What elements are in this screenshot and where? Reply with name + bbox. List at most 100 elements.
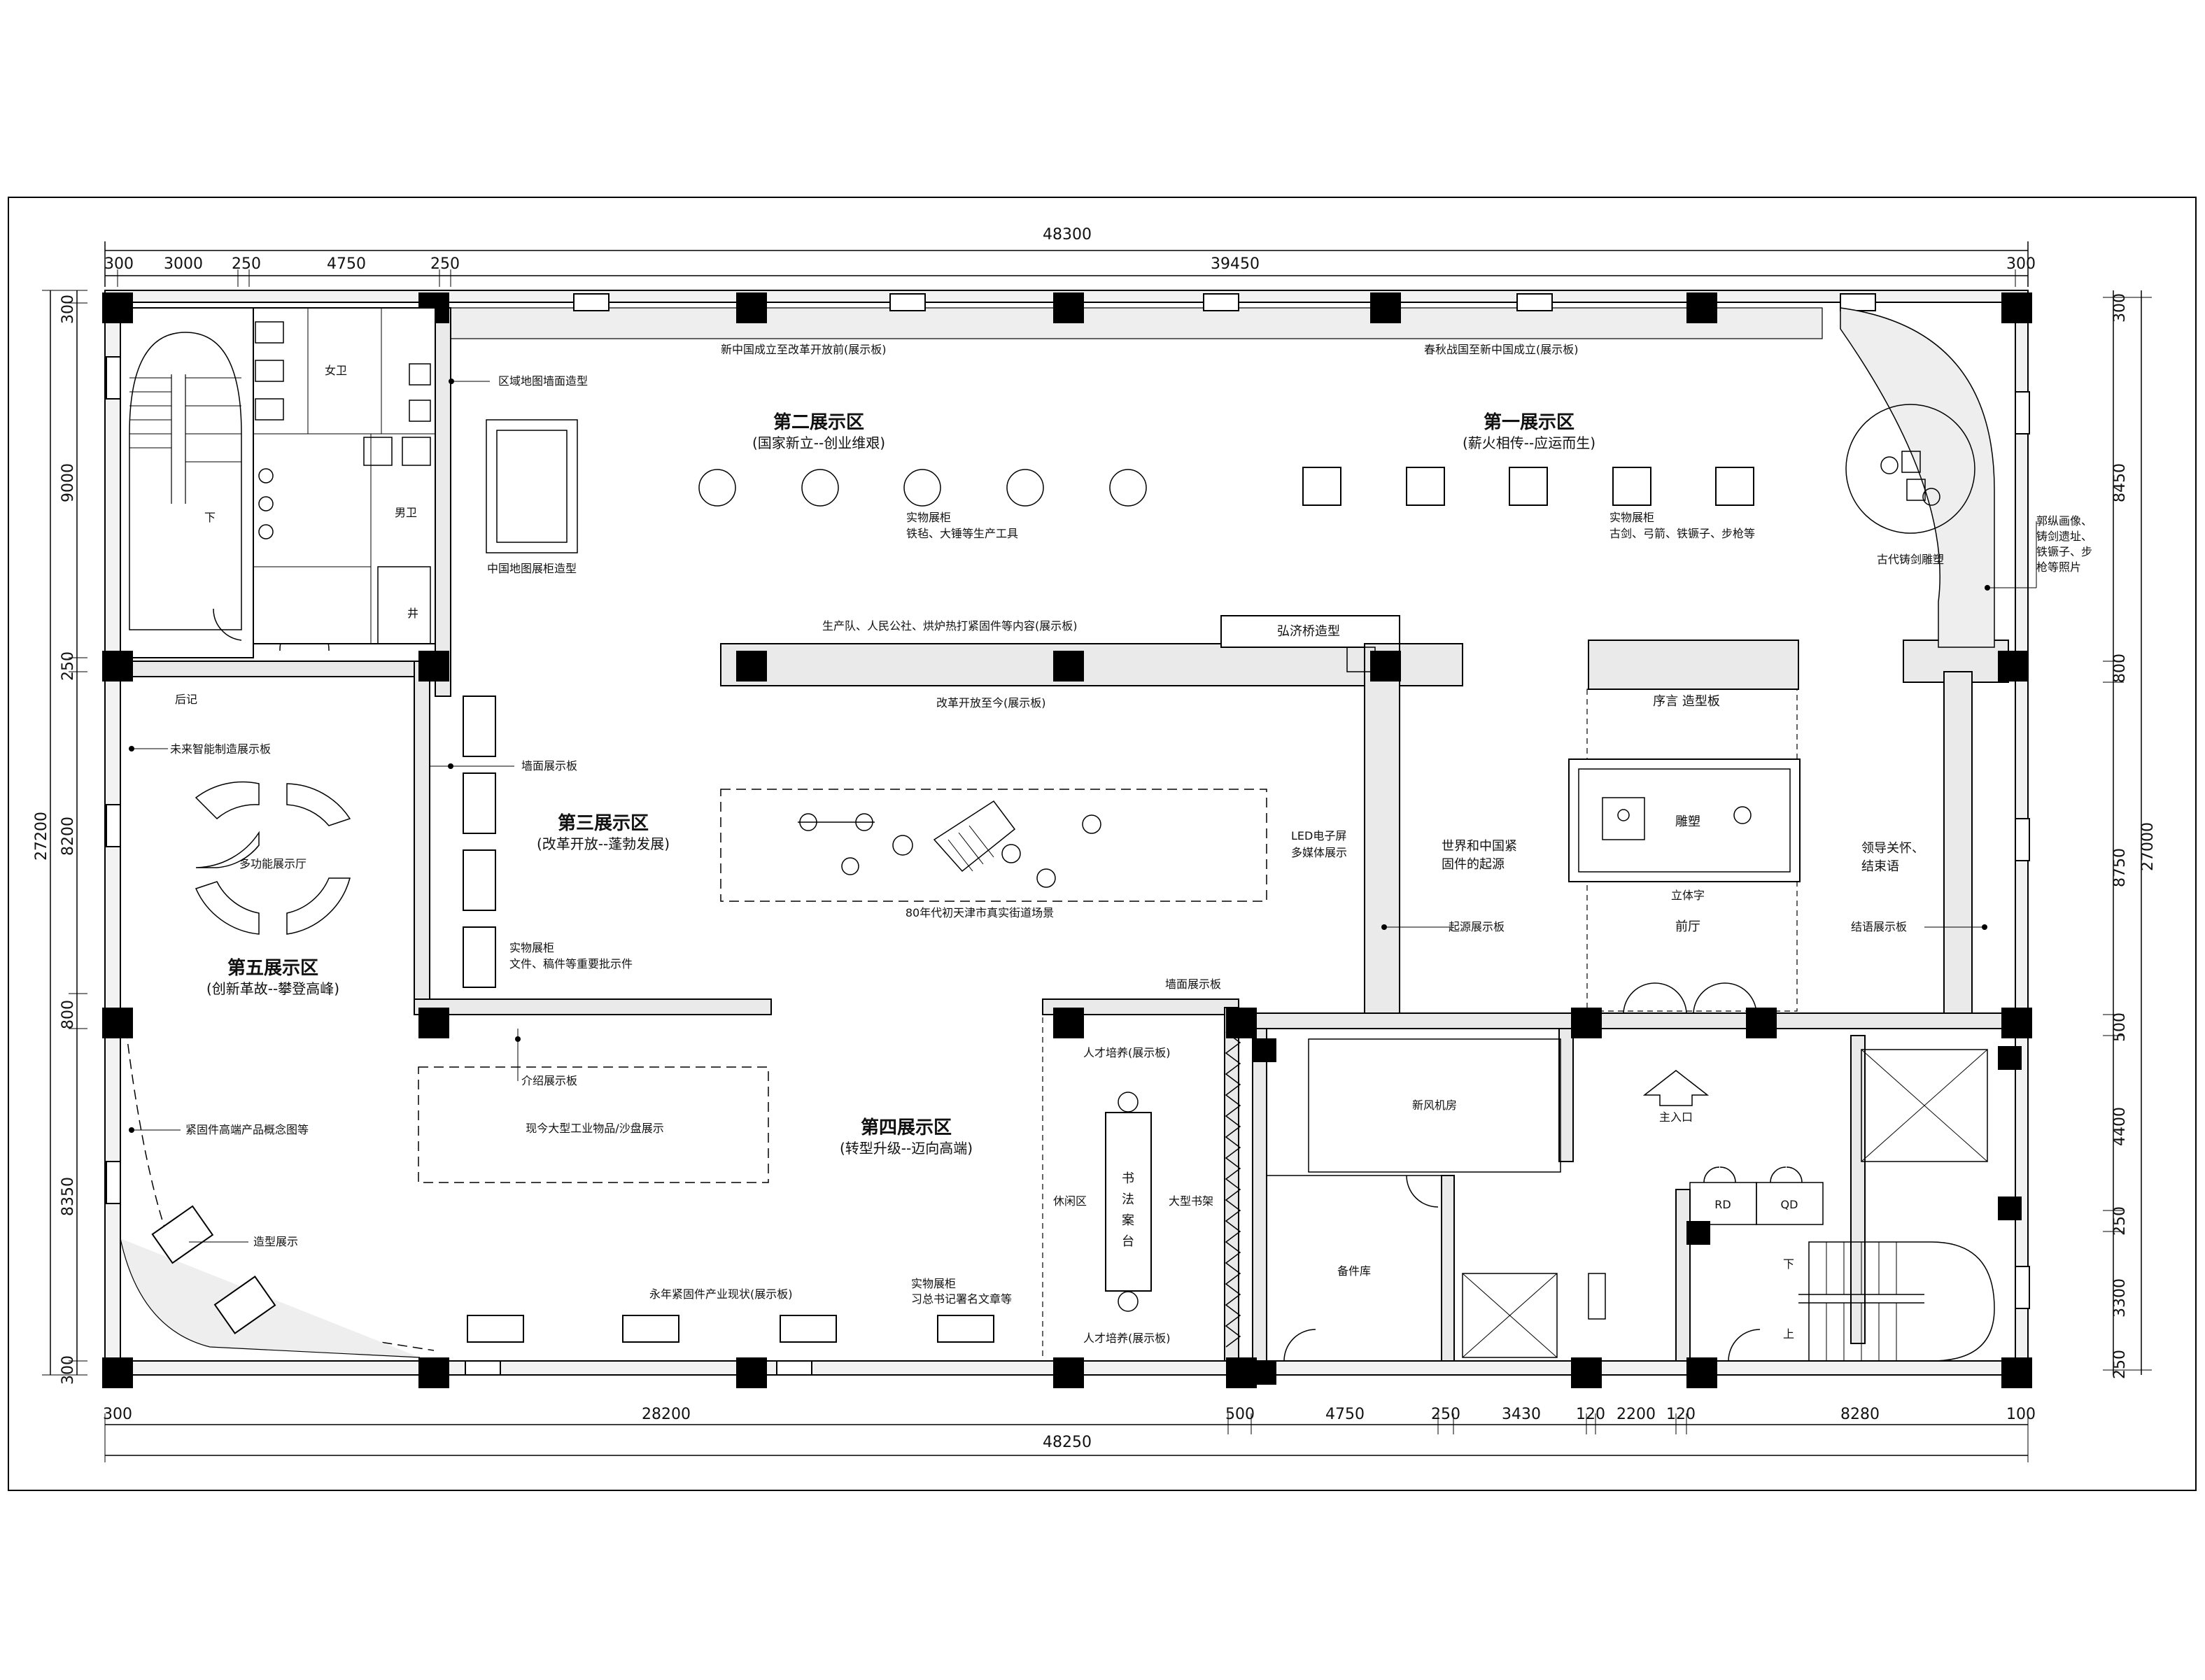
zone4-title: 第四展示区: [861, 1117, 952, 1138]
storage-label: 备件库: [1337, 1264, 1371, 1278]
square-cabinet: [1612, 467, 1651, 506]
future-board-label: 未来智能制造展示板: [170, 742, 271, 756]
structural-columns: [102, 292, 2032, 1388]
scene-80s-label: 80年代初天津市真实街道场景: [906, 906, 1054, 919]
column: [418, 1357, 449, 1388]
elevator: [1861, 1049, 1988, 1162]
square-cabinet: [1509, 467, 1548, 506]
origin-lobby-area: 世界和中国紧 固件的起源 起源展示板 序言 造型板 雕塑 立体字 前厅 领导关怀…: [1381, 689, 1987, 1014]
column: [102, 651, 133, 682]
dim-top-seg: 250: [232, 255, 261, 273]
wall-board-label: 墙面展示板: [521, 759, 577, 772]
zone-2: 中国地图展柜造型 区域地图墙面造型 新中国成立至改革开放前(展示板) 第二展示区…: [449, 343, 1147, 575]
solid-text-label: 立体字: [1671, 889, 1705, 902]
column: [102, 292, 133, 323]
dim-left-seg: 8350: [59, 1177, 77, 1216]
stair-down2-label: 下: [1783, 1257, 1794, 1271]
calligraphy-table: [1105, 1112, 1152, 1292]
drawing-frame: [8, 197, 2197, 1491]
column: [1226, 1357, 1257, 1388]
round-cabinet: [1006, 469, 1044, 507]
column: [2001, 292, 2032, 323]
service-rooms: 新风机房 备件库 主入口 RD QD: [1266, 1038, 1995, 1362]
stair-up-label: 上: [1783, 1327, 1794, 1341]
column: [418, 1008, 449, 1038]
dim-bottom-seg: 120: [1666, 1406, 1696, 1423]
cabinet2-desc: 古剑、弓箭、铁镢子、步枪等: [1609, 527, 1755, 540]
zone1-subtitle: (薪火相传--应运而生): [1463, 435, 1595, 451]
high-end-label: 紧固件高端产品概念图等: [185, 1123, 309, 1136]
cabinet3-title: 实物展柜: [509, 941, 554, 954]
square-cabinet: [1406, 467, 1445, 506]
floor-panel: [622, 1315, 679, 1343]
column: [1998, 1046, 2022, 1070]
dim-right-seg: 250: [2111, 1350, 2129, 1379]
dim-top-seg: 39450: [1211, 255, 1260, 273]
sculpture-frame: [1568, 758, 1801, 882]
column: [1226, 1008, 1257, 1038]
origin-title: 固件的起源: [1442, 857, 1505, 872]
dim-top-seg: 3000: [164, 255, 203, 273]
dim-right-seg: 300: [2111, 293, 2129, 323]
dim-right-seg: 3300: [2111, 1278, 2129, 1318]
column: [1253, 1361, 1276, 1385]
dim-left-seg: 250: [59, 651, 77, 681]
entrance-label: 主入口: [1659, 1110, 1693, 1124]
column: [736, 651, 767, 682]
dimension-left: 300 9000 250 8200 800 8350 300 27200: [33, 290, 87, 1385]
dim-right-seg: 800: [2111, 654, 2129, 683]
storage-room: [1266, 1175, 1442, 1362]
column: [1686, 292, 1717, 323]
dim-left-seg: 9000: [59, 463, 77, 502]
sculpture-label: 雕塑: [1675, 814, 1700, 829]
column: [1571, 1357, 1602, 1388]
leader-label: 结束语: [1861, 859, 1899, 874]
lobby-label: 前厅: [1675, 919, 1700, 934]
zone5-title: 第五展示区: [227, 957, 318, 979]
square-cabinet: [1302, 467, 1341, 506]
zone3-subtitle: (改革开放--蓬勃发展): [537, 835, 670, 852]
column: [1686, 1357, 1717, 1388]
middle-partition: 生产队、人民公社、烘炉热打紧固件等内容(展示板) 弘济桥造型 改革开放至今(展示…: [822, 619, 1376, 710]
guo-note: 铁镢子、步: [2036, 545, 2092, 558]
round-cabinet: [1109, 469, 1147, 507]
entrance-arrow-icon: [1642, 1070, 1710, 1106]
column: [1053, 651, 1084, 682]
column: [1746, 1008, 1777, 1038]
ancient-sculpture-circle: [1845, 404, 1975, 534]
dim-top-seg: 4750: [327, 255, 366, 273]
shaft-label: 井: [407, 607, 418, 620]
dimension-top: 48300 300 3000 250 4750 250 39450 300: [104, 226, 2036, 287]
column: [1053, 292, 1084, 323]
dim-bottom-seg: 2200: [1616, 1406, 1656, 1423]
ancient-sculpture-label: 古代铸剑雕塑: [1877, 553, 1944, 566]
dim-right-total: 27000: [2139, 822, 2157, 871]
zone-1: 春秋战国至新中国成立(展示板) 第一展示区 (薪火相传--应运而生) 实物展柜 …: [1302, 343, 2092, 591]
leader-label: 领导关怀、: [1861, 841, 1924, 856]
column: [1571, 1008, 1602, 1038]
wall-panel: [463, 772, 496, 834]
column: [418, 651, 449, 682]
large-items-label: 现今大型工业物品/沙盘展示: [526, 1122, 663, 1135]
leisure-area: 人才培养(展示板) 人才培养(展示板) 休闲区 书 法 案 台 书法案台 大型书…: [1042, 1014, 1241, 1362]
bridge-label: 弘济桥造型: [1277, 624, 1340, 639]
wall-panel: [463, 926, 496, 988]
dim-bottom-total: 48250: [1043, 1434, 1092, 1451]
guo-note: 枪等照片: [2036, 560, 2081, 574]
floor-panel: [937, 1315, 994, 1343]
zone2-subtitle: (国家新立--创业维艰): [752, 435, 885, 451]
mid-board-label: 生产队、人民公社、烘炉热打紧固件等内容(展示板): [822, 619, 1078, 633]
guo-note: 铸剑遗址、: [2036, 530, 2092, 543]
column: [2001, 1008, 2032, 1038]
calligraphy-full: 书法案台: [1106, 1319, 1150, 1332]
dim-top-total: 48300: [1043, 226, 1092, 243]
square-cabinet: [1715, 467, 1754, 506]
dim-top-seg: 250: [430, 255, 460, 273]
multi-hall-label: 多功能展示厅: [239, 857, 307, 870]
dim-right-seg: 8750: [2111, 848, 2129, 887]
dimension-bottom: 300 28200 500 4750 250 3430 120 2200 120…: [103, 1406, 2036, 1462]
cabinet1-desc: 铁毡、大锤等生产工具: [906, 527, 1018, 540]
zone1-title: 第一展示区: [1484, 411, 1575, 433]
column: [1053, 1357, 1084, 1388]
qd-label: QD: [1781, 1198, 1798, 1211]
